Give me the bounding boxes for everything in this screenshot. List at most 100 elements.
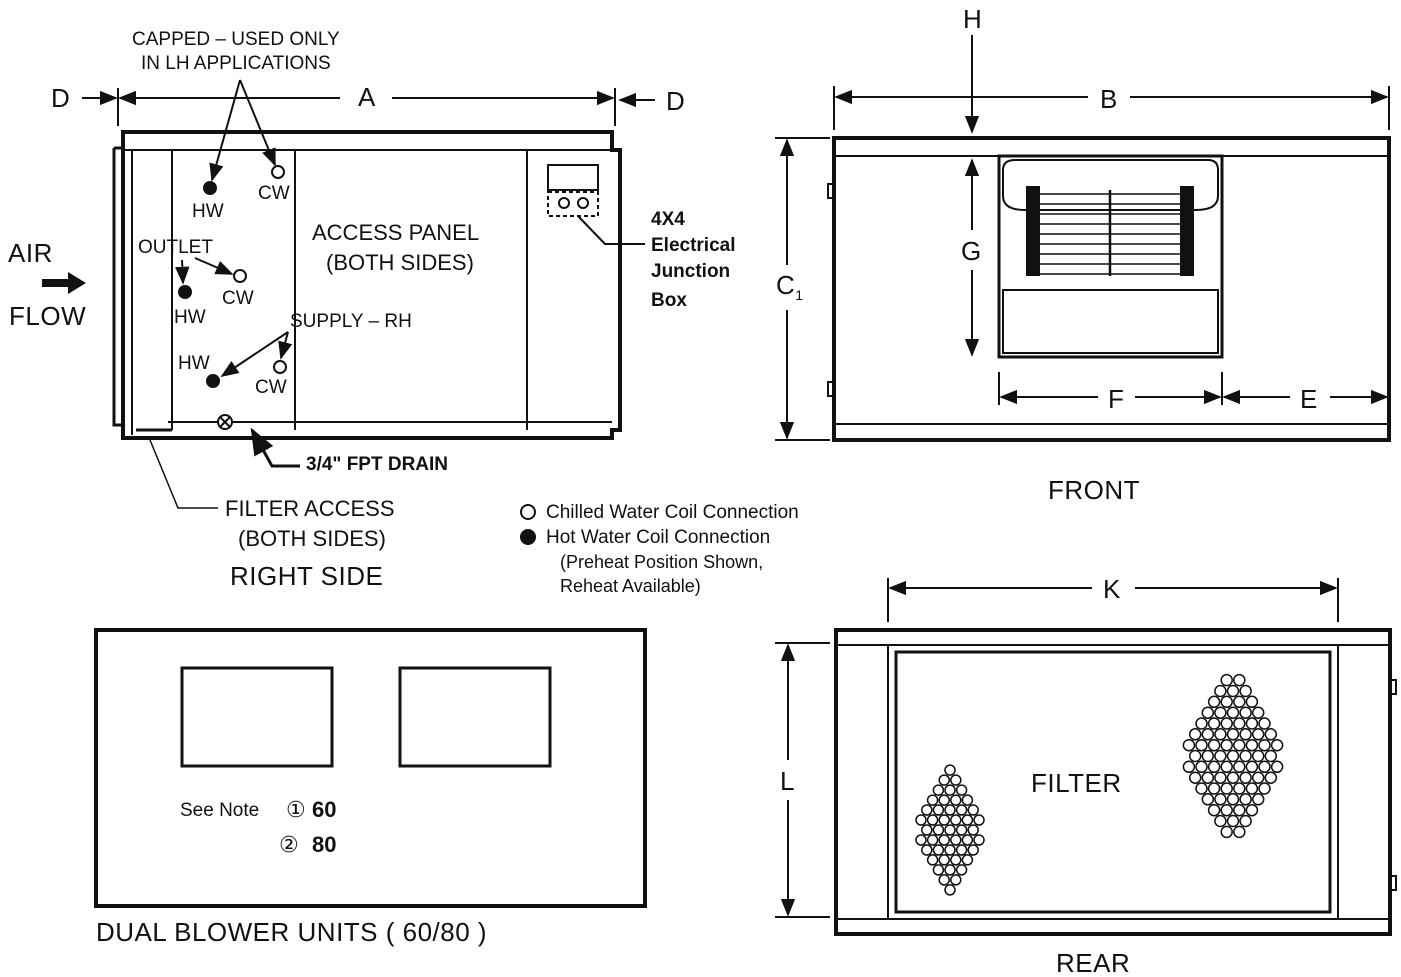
filter-media-cell [950, 854, 962, 866]
filter-media-cell [961, 834, 974, 846]
filter-media-cell [1207, 717, 1221, 730]
filter-media-cell [1214, 771, 1227, 784]
dim-e: E [1294, 386, 1324, 412]
hw-label-mid: HW [174, 307, 206, 328]
filter-media-cell [1226, 706, 1240, 719]
filter-media-cell [1245, 695, 1259, 709]
filter-media-cell [938, 814, 950, 826]
dim-d-right: D [660, 88, 691, 114]
filter-media-cell [1245, 760, 1259, 774]
filter-media-cell [1233, 803, 1246, 817]
dual-blower-caption: DUAL BLOWER UNITS ( 60/80 ) [96, 917, 488, 947]
filter-media-cell [938, 874, 950, 886]
filter-media-cell [955, 824, 968, 836]
filter-media-pattern-left [915, 764, 985, 896]
legend-hot-water: Hot Water Coil Connection [546, 527, 771, 548]
filter-media-cell [1258, 717, 1271, 730]
note2-number: ② [279, 832, 299, 857]
filter-media-cell [1264, 771, 1278, 784]
air-flow-line2: FLOW [9, 301, 87, 331]
filter-media-cell [973, 834, 985, 846]
filter-media-cell [944, 884, 956, 896]
filter-media-cell [926, 794, 939, 806]
dim-c1: C1 [776, 272, 804, 303]
filter-media-cell [1239, 771, 1252, 784]
dim-k: K [1097, 576, 1127, 602]
junction-box-line3: Junction [651, 261, 731, 282]
right-side-view [42, 79, 655, 509]
filter-media-cell [1239, 684, 1252, 698]
filter-media-cell [1195, 760, 1208, 774]
dim-b: B [1094, 86, 1124, 112]
outlet-label: OUTLET [138, 237, 213, 258]
filter-media-cell [932, 844, 945, 856]
filter-media-cell [1270, 738, 1284, 752]
filter-media-cell [1214, 684, 1227, 698]
filter-media-cell [1264, 749, 1278, 763]
filter-media-cell [938, 774, 950, 786]
filter-media-cell [944, 764, 956, 776]
filter-media-cell [1233, 717, 1246, 730]
filter-media-cell [926, 834, 939, 846]
filter-media-pattern-right [1182, 673, 1284, 839]
filter-media-cell [1207, 695, 1221, 709]
filter-media-cell [1245, 782, 1259, 795]
filter-media-cell [1214, 814, 1227, 828]
legend-chilled-water: Chilled Water Coil Connection [546, 502, 799, 523]
filter-media-cell [944, 784, 956, 796]
filter-media-cell [926, 854, 939, 866]
filter-media-cell [944, 824, 956, 836]
filter-media-cell [1195, 782, 1208, 795]
filter-media-cell [1214, 793, 1227, 806]
legend-note-line2: Reheat Available) [560, 576, 701, 596]
filter-access-line1: FILTER ACCESS [225, 496, 395, 521]
filter-media-cell [955, 844, 968, 856]
filter-media-cell [915, 834, 927, 846]
filter-media-cell [1233, 695, 1246, 709]
capped-note-line2: IN LH APPLICATIONS [141, 53, 331, 74]
note1-value: 60 [312, 797, 337, 822]
dim-f: F [1102, 386, 1130, 412]
filter-media-cell [950, 814, 962, 826]
filter-media-cell [950, 874, 962, 886]
filter-media-cell [1258, 760, 1271, 774]
filter-media-cell [1233, 825, 1246, 839]
filter-media-cell [1195, 717, 1208, 730]
filter-media-cell [1201, 793, 1215, 806]
air-flow-line1: AIR [8, 238, 53, 268]
dim-g: G [955, 238, 988, 264]
filter-media-cell [921, 824, 933, 836]
junction-box-line1: 4X4 [651, 209, 685, 230]
dim-d-left: D [45, 85, 76, 111]
filter-media-cell [967, 804, 979, 816]
filter-media-cell [1258, 782, 1271, 795]
filter-media-cell [921, 844, 933, 856]
supply-rh-label: SUPPLY – RH [290, 311, 412, 332]
dim-l: L [774, 768, 801, 794]
filter-media-cell [1188, 771, 1202, 784]
filter-media-cell [1251, 771, 1265, 784]
filter-media-cell [1201, 771, 1215, 784]
filter-media-cell [1226, 814, 1240, 828]
filter-media-cell [932, 864, 945, 876]
filter-media-cell [1214, 706, 1227, 719]
filter-media-cell [1226, 771, 1240, 784]
filter-media-cell [938, 794, 950, 806]
note1-number: ① [286, 797, 306, 822]
cw-label-top: CW [258, 183, 290, 204]
filter-media-cell [1270, 760, 1284, 774]
filter-media-cell [1233, 738, 1246, 752]
filter-media-cell [1201, 749, 1215, 763]
filter-media-cell [961, 814, 974, 826]
filter-media-cell [1245, 738, 1259, 752]
filter-media-cell [1226, 793, 1240, 806]
filter-media-cell [1239, 749, 1252, 763]
filter-media-cell [921, 804, 933, 816]
filter-media-cell [1251, 749, 1265, 763]
filter-media-cell [1258, 738, 1271, 752]
filter-media-cell [1207, 760, 1221, 774]
filter-media-cell [932, 804, 945, 816]
filter-media-cell [1239, 793, 1252, 806]
filter-media-cell [1239, 728, 1252, 741]
filter-media-cell [955, 864, 968, 876]
